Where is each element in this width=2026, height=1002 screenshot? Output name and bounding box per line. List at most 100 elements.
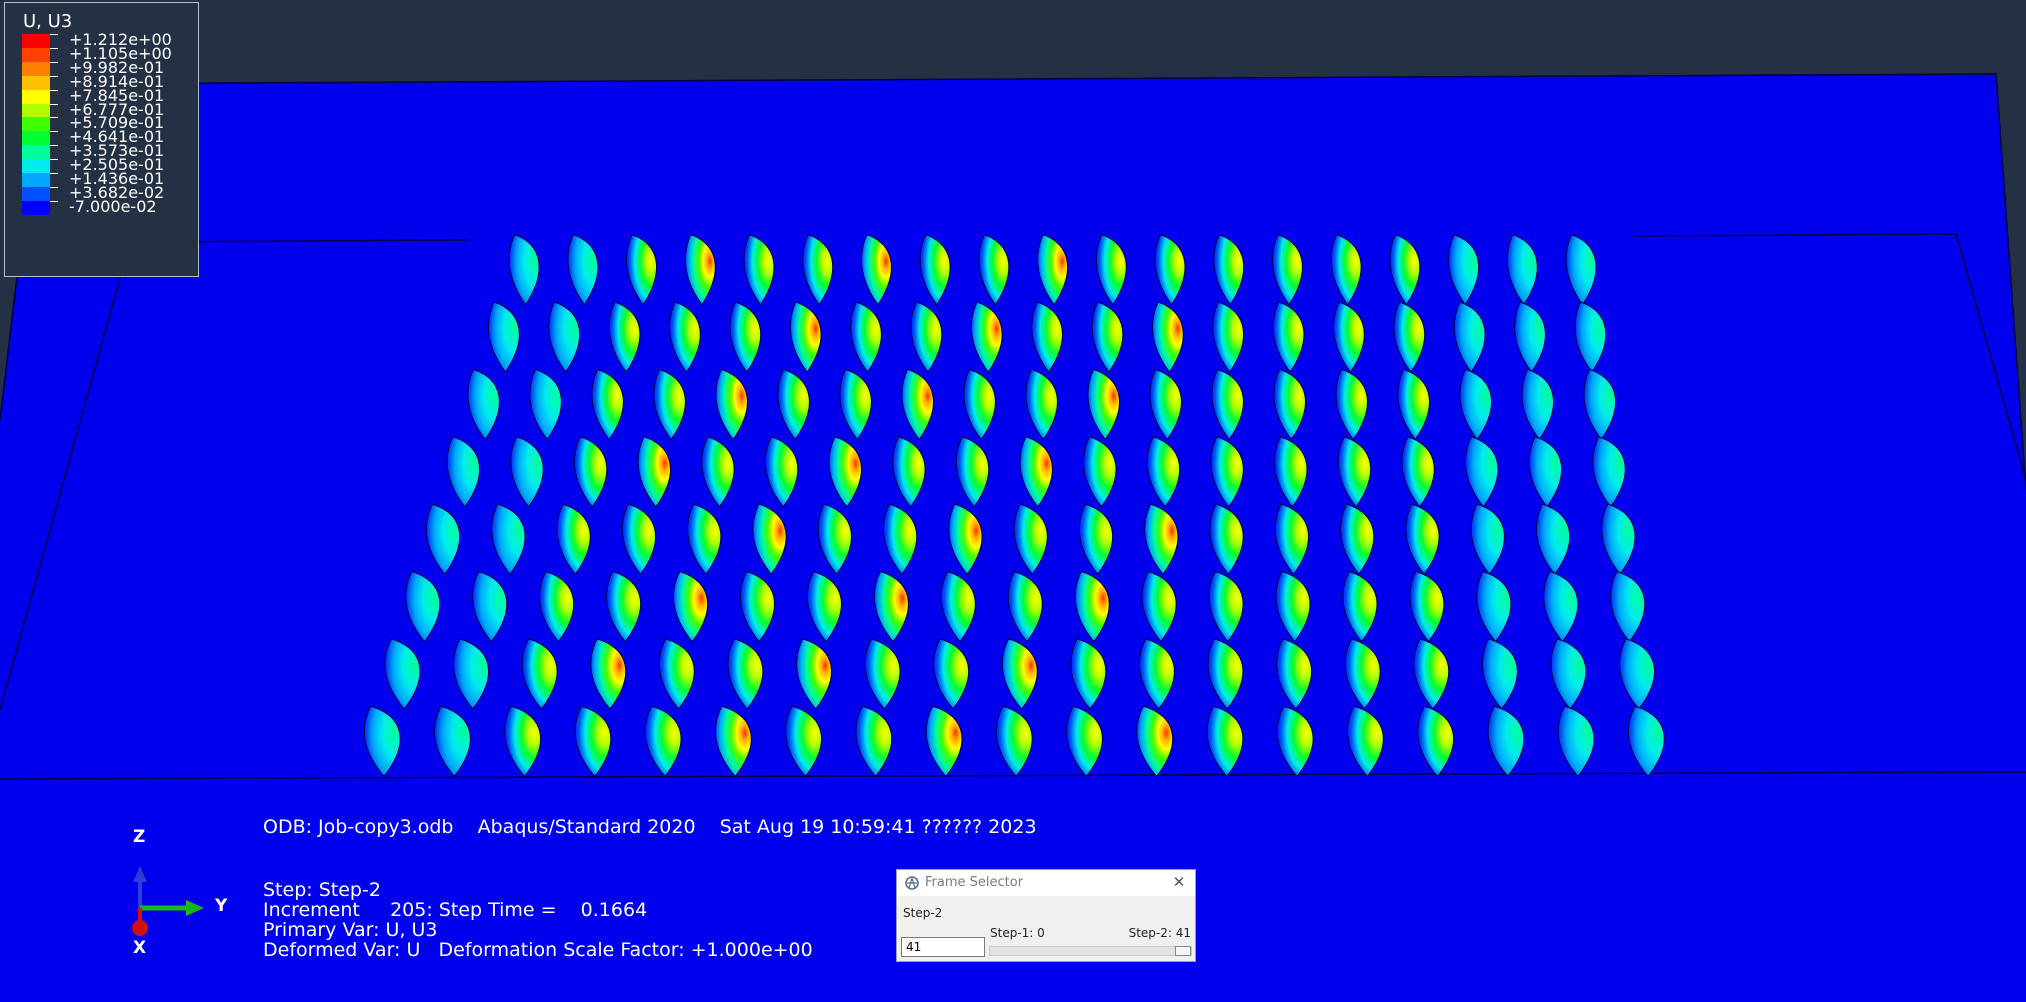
deformed-var-info: Deformed Var: U Deformation Scale Factor… — [263, 939, 813, 961]
lattice-cell — [752, 503, 787, 576]
deformed-lattice — [363, 234, 1665, 778]
lattice-cell — [684, 234, 716, 306]
lattice-cell — [729, 301, 762, 373]
lattice-cell — [1276, 638, 1313, 710]
lattice-cell — [901, 368, 934, 441]
lattice-cell — [1211, 368, 1244, 441]
legend-label: -7.000e-02 — [69, 196, 157, 216]
lattice-cell — [1417, 705, 1455, 778]
legend-tick — [50, 117, 58, 119]
legend-tick — [50, 159, 58, 161]
lattice-cell — [574, 705, 612, 778]
lattice-cell — [1213, 234, 1245, 306]
lattice-cell — [453, 638, 489, 710]
lattice-cell — [1337, 436, 1372, 508]
lattice-cell — [715, 368, 748, 441]
lattice-cell — [1146, 436, 1181, 508]
lattice-cell — [653, 368, 686, 441]
legend-tick — [50, 34, 58, 35]
lattice-cell — [743, 234, 775, 306]
lattice-cell — [1136, 705, 1174, 778]
legend-swatch — [22, 103, 50, 118]
frame-selector-dialog[interactable]: Frame Selector ✕ Step-2 Step-1: 0 Step-2… — [896, 869, 1196, 962]
lattice-cell — [605, 570, 642, 643]
lattice-cell — [1342, 570, 1378, 643]
legend-swatch — [22, 200, 50, 215]
legend-label: +1.212e+00 — [69, 30, 172, 49]
lattice-cell — [1409, 570, 1445, 643]
lattice-cell — [510, 436, 544, 508]
lattice-cell — [1405, 503, 1440, 576]
lattice-cell — [363, 705, 401, 778]
lattice-cell — [590, 638, 627, 710]
contour-legend: U, U3 +1.212e+00+1.105e+00+9.982e-01+8.9… — [4, 2, 199, 277]
lattice-cell — [1149, 368, 1182, 441]
lattice-cell — [467, 368, 500, 441]
lattice-cell — [948, 503, 983, 576]
legend-title: U, U3 — [23, 11, 73, 32]
legend-tick — [50, 75, 58, 77]
lattice-cell — [1144, 503, 1179, 576]
lattice-cell — [1330, 234, 1362, 306]
lattice-cell — [940, 570, 976, 643]
lattice-cell — [1037, 234, 1068, 306]
lattice-cell — [687, 503, 722, 576]
lattice-cell — [591, 368, 624, 441]
legend-label: +8.914e-01 — [69, 71, 165, 91]
frame-selector-titlebar[interactable]: Frame Selector ✕ — [897, 870, 1195, 896]
legend-label: +6.777e-01 — [69, 99, 165, 119]
lattice-cell — [521, 638, 558, 710]
odb-info: ODB: Job-copy3.odb Abaqus/Standard 2020 … — [263, 816, 1037, 838]
legend-swatch — [22, 34, 50, 48]
lattice-cell — [785, 705, 822, 778]
legend-swatch — [22, 117, 50, 132]
bottom-edge-line — [0, 771, 2026, 780]
legend-label: +1.105e+00 — [69, 43, 172, 63]
frame-number-input[interactable] — [901, 937, 985, 957]
abaqus-logo-icon — [905, 876, 919, 890]
lattice-cell — [855, 705, 893, 778]
legend-label: +9.982e-01 — [69, 57, 165, 77]
lattice-cell — [1078, 503, 1114, 576]
x-axis-label: X — [133, 938, 147, 958]
legend-label: +5.709e-01 — [69, 113, 165, 133]
frame-slider-thumb[interactable] — [1175, 946, 1191, 956]
close-icon[interactable]: ✕ — [1172, 873, 1186, 891]
legend-tick — [50, 89, 58, 91]
legend-tick — [50, 47, 58, 49]
lattice-cell — [1007, 570, 1043, 643]
legend-tick — [50, 200, 58, 202]
lattice-cell — [919, 234, 951, 306]
lattice-cell — [1340, 503, 1375, 576]
lattice-cell — [864, 638, 901, 710]
lattice-cell — [789, 301, 822, 373]
lattice-cell — [1154, 234, 1186, 306]
lattice-cell — [850, 301, 882, 373]
lattice-cell — [892, 436, 926, 508]
lattice-cell — [1066, 705, 1103, 778]
legend-label: +3.573e-01 — [69, 141, 165, 161]
lattice-cell — [446, 436, 480, 508]
lattice-cell — [1019, 436, 1053, 508]
lattice-cell — [1025, 368, 1058, 441]
lattice-cell — [910, 301, 943, 373]
lattice-cell — [1031, 301, 1063, 373]
lattice-cell — [1087, 368, 1120, 441]
base-plate — [0, 74, 2026, 1002]
lattice-cell — [1274, 436, 1308, 508]
lattice-cell — [539, 570, 575, 643]
lattice-cell — [1347, 705, 1384, 778]
lattice-cell — [873, 570, 909, 643]
legend-tick — [50, 145, 58, 147]
frame-slider[interactable] — [989, 946, 1192, 956]
frame-selector-step-name: Step-2 — [903, 906, 943, 920]
lattice-cell — [1627, 705, 1665, 778]
legend-swatch — [22, 173, 50, 187]
lattice-cell — [1344, 638, 1381, 710]
lattice-cell — [1013, 503, 1048, 576]
legend-label: +7.845e-01 — [69, 85, 165, 105]
triad-arrows — [132, 866, 204, 936]
legend-label: +3.682e-02 — [69, 182, 165, 202]
z-axis-label: Z — [133, 827, 146, 847]
